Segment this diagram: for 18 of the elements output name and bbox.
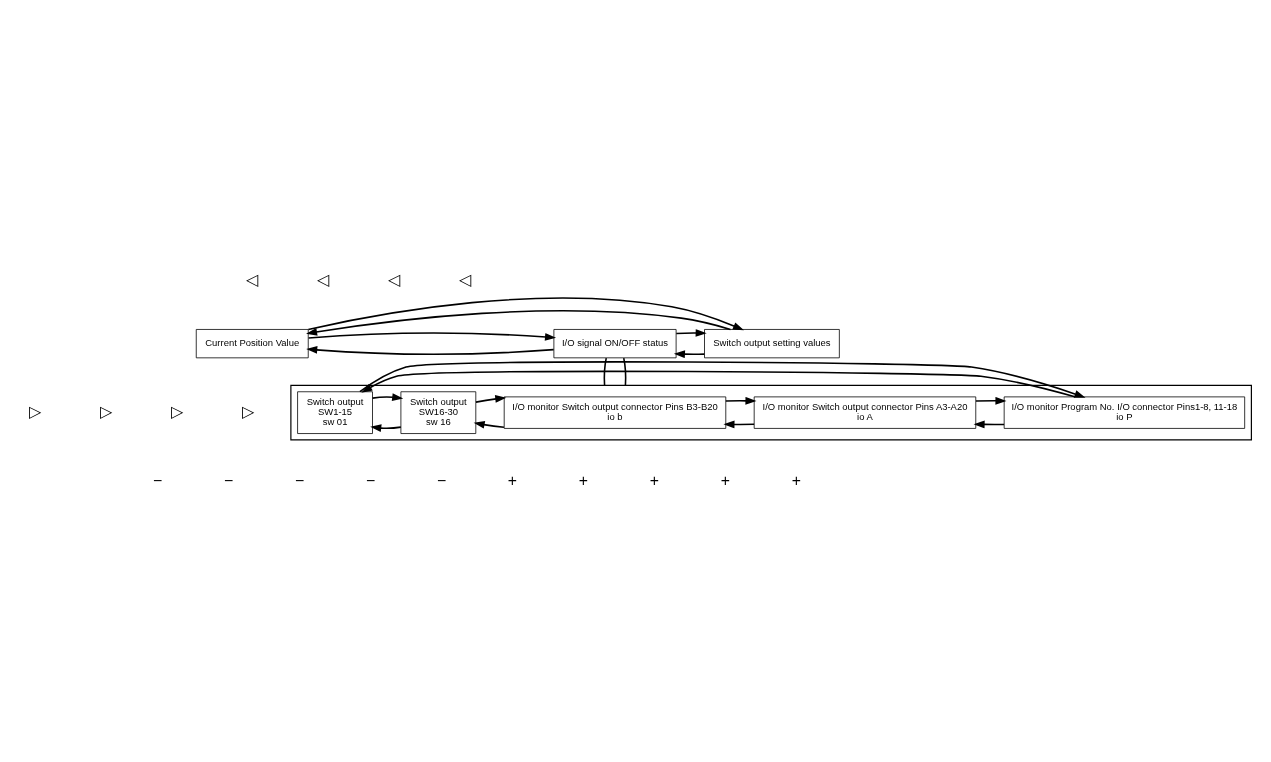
label: ▷ — [170, 402, 183, 420]
label: ◁ — [246, 270, 259, 288]
label: + — [649, 471, 660, 489]
label: − — [294, 471, 305, 489]
label: − — [223, 471, 234, 489]
label: ▷ — [241, 402, 254, 420]
label: ◁ — [317, 270, 330, 288]
label: ◁ — [459, 270, 472, 288]
label: − — [153, 471, 163, 489]
label: ◁ — [388, 270, 401, 288]
label: ▷ — [99, 402, 112, 420]
label: − — [436, 471, 447, 489]
label: + — [507, 471, 518, 489]
label: + — [720, 471, 731, 489]
label: + — [791, 471, 801, 489]
label: + — [578, 471, 589, 489]
label: ▷ — [28, 402, 41, 420]
label: − — [365, 471, 376, 489]
